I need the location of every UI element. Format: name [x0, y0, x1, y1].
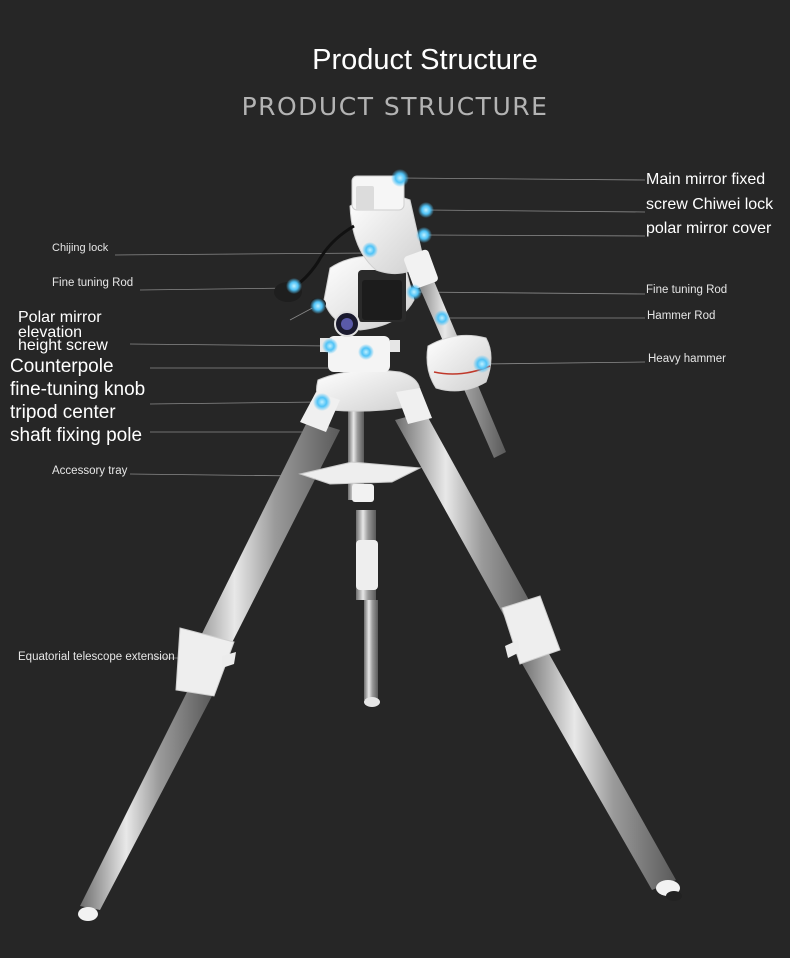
marker-tripod-center — [313, 393, 331, 411]
leader-tripod-center — [149, 401, 319, 405]
label-equatorial-extension: Equatorial telescope extension — [18, 651, 175, 663]
leader-fine-rod-left — [139, 287, 293, 291]
leader-polar-cover — [423, 234, 646, 237]
feature-markers — [286, 169, 491, 411]
label-fine-tuning-rod-right: Fine tuning Rod — [646, 284, 728, 296]
leader-heavy-hammer — [481, 361, 646, 365]
marker-counterpole — [358, 344, 374, 360]
label-shaft-fixing-pole: shaft fixing pole — [10, 425, 143, 446]
label-elevation: elevation — [18, 324, 83, 341]
page-title: Product Structure — [312, 44, 538, 76]
marker-chiwei-lock — [418, 202, 434, 218]
label-polar-mirror-cover: polar mirror cover — [646, 220, 772, 237]
label-fine-tuning-rod-left: Fine tuning Rod — [52, 277, 134, 289]
mount-body — [274, 175, 425, 352]
counterweight-assembly — [404, 249, 506, 458]
accessory-tray-shape — [298, 461, 422, 502]
marker-polar-elevation — [310, 298, 326, 314]
leader-accessory-tray — [129, 473, 301, 477]
tripod-legs — [78, 390, 682, 921]
label-accessory-tray: Accessory tray — [52, 465, 128, 477]
label-chijing-lock: Chijing lock — [52, 242, 109, 254]
marker-hammer-rod — [434, 310, 450, 326]
leader-chijing-lock — [114, 252, 371, 256]
marker-polar-cover — [416, 227, 432, 243]
label-tripod-center: tripod center — [10, 402, 116, 423]
leader-chiwei-lock — [425, 209, 646, 213]
label-heavy-hammer: Heavy hammer — [648, 353, 726, 365]
leader-main-mirror — [399, 177, 646, 181]
leader-fine-rod-right — [413, 291, 646, 295]
marker-fine-rod-left — [286, 278, 302, 294]
label-counterpole: Counterpole — [10, 356, 114, 377]
marker-heavy-hammer — [473, 355, 491, 373]
page-subtitle: PRODUCT STRUCTURE — [241, 92, 549, 121]
label-fine-tuning-knob: fine-tuning knob — [10, 379, 146, 400]
marker-fine-rod-right — [406, 284, 422, 300]
label-main-mirror-fixed: Main mirror fixed — [646, 171, 766, 188]
marker-chijing-lock — [362, 242, 378, 258]
leader-height-screw — [129, 343, 331, 347]
label-height-screw: height screw — [18, 337, 108, 354]
label-polar-mirror: Polar mirror — [18, 309, 102, 326]
label-screw-chiwei-lock: screw Chiwei lock — [646, 196, 774, 213]
label-hammer-rod: Hammer Rod — [647, 310, 716, 322]
marker-height-screw — [322, 338, 338, 354]
marker-main-mirror — [391, 169, 409, 187]
